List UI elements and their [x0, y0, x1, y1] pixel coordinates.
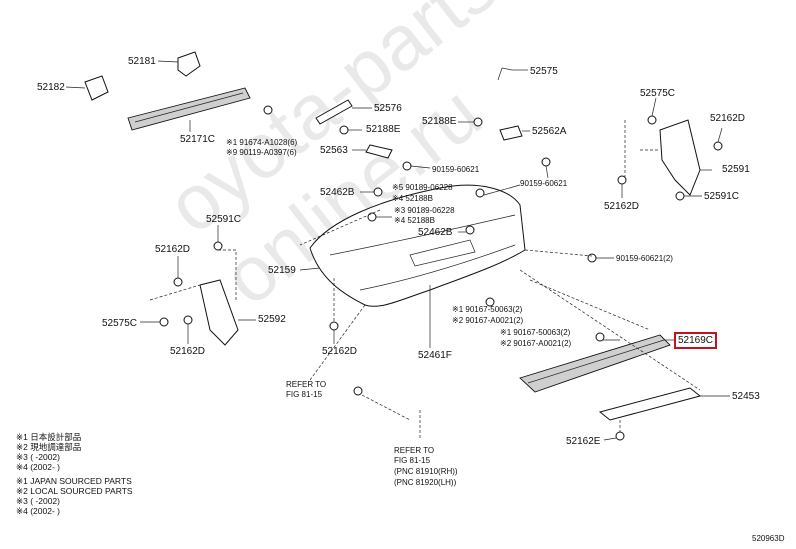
- fasteners: [159, 105, 723, 441]
- note-91674: ※1 91674-A1028(6): [226, 138, 298, 147]
- label-52162D-a: 52162D: [710, 113, 746, 124]
- label-52159: 52159: [268, 265, 296, 276]
- reinforcement-part: [127, 87, 251, 131]
- bracket-52181: [177, 51, 201, 77]
- label-52575C-a: 52575C: [640, 88, 676, 99]
- label-52562A: 52562A: [532, 126, 567, 137]
- refer-label-2b: FIG 81-15: [394, 456, 431, 465]
- wire-52575: [497, 67, 513, 81]
- legend-item: ※4 (2002- ): [16, 462, 60, 472]
- note-90189-b: ※3 90189-06228: [394, 206, 455, 215]
- diagram-id: 520963D: [752, 534, 785, 543]
- legend-item: ※3 ( -2002): [16, 452, 60, 462]
- bracket-52562A: [499, 125, 523, 141]
- label-52462B-a: 52462B: [320, 187, 355, 198]
- label-90159-c: 90159-60621(2): [616, 254, 673, 263]
- label-52591: 52591: [722, 164, 750, 175]
- refer-label-2a: REFER TO: [394, 446, 435, 455]
- refer-label-2d: (PNC 81920(LH)): [394, 478, 457, 487]
- label-52182: 52182: [37, 82, 65, 93]
- note-90167-b2: ※2 90167-A0021(2): [500, 339, 572, 348]
- label-52461F: 52461F: [418, 350, 452, 361]
- label-52591C-a: 52591C: [704, 191, 740, 202]
- label-52181: 52181: [128, 56, 156, 67]
- side-bracket-52591: [659, 119, 701, 196]
- bumper-cover: [309, 184, 526, 307]
- note-90167-a1: ※1 90167-50063(2): [452, 305, 523, 314]
- legend-item: ※4 (2002- ): [16, 506, 60, 516]
- label-52169C-highlighted: 52169C: [674, 332, 718, 349]
- label-52162D-e: 52162D: [322, 346, 358, 357]
- leader-lines: [65, 60, 730, 441]
- label-52575C-b: 52575C: [102, 318, 138, 329]
- legend-item: ※1 日本設計部品: [16, 432, 82, 442]
- legend-item: ※3 ( -2002): [16, 496, 60, 506]
- side-bracket-52592: [199, 279, 239, 346]
- label-52162D-c: 52162D: [155, 244, 191, 255]
- label-52453: 52453: [732, 391, 760, 402]
- label-52591C-b: 52591C: [206, 214, 242, 225]
- strip-52453: [598, 387, 702, 421]
- label-52188E-a: 52188E: [366, 124, 401, 135]
- refer-label-1b: FIG 81-15: [286, 390, 323, 399]
- label-52563: 52563: [320, 145, 348, 156]
- note-90189-a: ※5 90189-06228: [392, 183, 453, 192]
- label-90159-b: 90159-60621: [520, 179, 568, 188]
- label-52576: 52576: [374, 103, 402, 114]
- label-52462B-b: 52462B: [418, 227, 453, 238]
- label-52171C: 52171C: [180, 134, 216, 145]
- label-90159-a: 90159-60621: [432, 165, 480, 174]
- note-90119: ※9 90119-A0397(6): [226, 148, 297, 157]
- label-52162E: 52162E: [566, 436, 601, 447]
- refer-label-2c: (PNC 81910(RH)): [394, 467, 458, 476]
- label-52592: 52592: [258, 314, 286, 325]
- step-pad-52169C: [519, 334, 671, 393]
- label-52162D-b: 52162D: [604, 201, 640, 212]
- note-90167-b1: ※1 90167-50063(2): [500, 328, 571, 337]
- bracket-52576: [315, 99, 353, 125]
- legend-item: ※2 現地調達部品: [16, 442, 82, 452]
- guide-lines: [149, 120, 701, 440]
- legend-item: ※2 LOCAL SOURCED PARTS: [16, 486, 133, 496]
- note-90167-a2: ※2 90167-A0021(2): [452, 316, 524, 325]
- legend: ※1 日本設計部品 ※2 現地調達部品 ※3 ( -2002) ※4 (2002…: [16, 432, 133, 516]
- note-52188B-b: ※4 52188B: [394, 216, 435, 225]
- clip-52563: [365, 144, 393, 159]
- label-52188E-b: 52188E: [422, 116, 457, 127]
- label-52162D-d: 52162D: [170, 346, 206, 357]
- bracket-52182: [84, 75, 109, 101]
- note-52188B-a: ※4 52188B: [392, 194, 433, 203]
- refer-label-1a: REFER TO: [286, 380, 327, 389]
- legend-item: ※1 JAPAN SOURCED PARTS: [16, 476, 132, 486]
- label-52575: 52575: [530, 66, 558, 77]
